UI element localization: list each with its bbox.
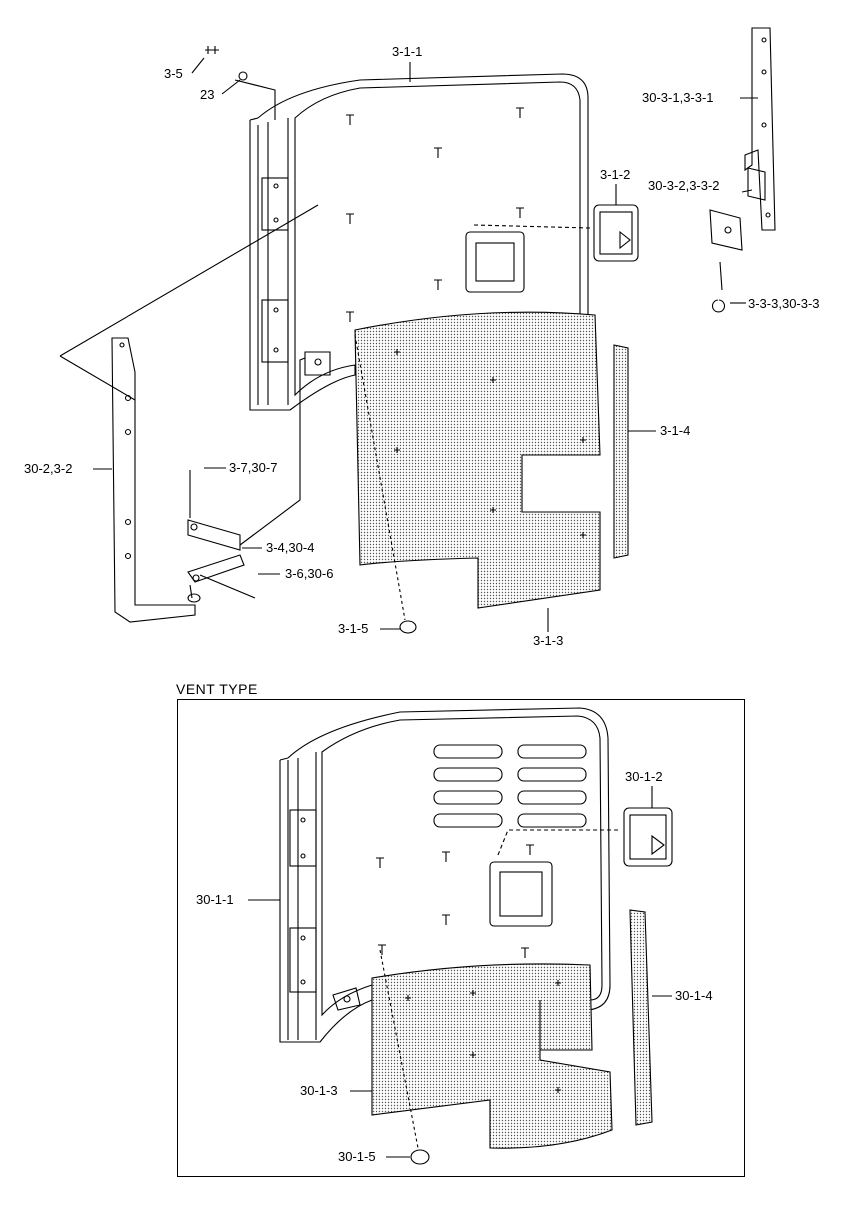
section-title-vent-type: VENT TYPE <box>176 681 258 697</box>
label-30-1-3: 30-1-3 <box>300 1083 338 1098</box>
label-30-2: 30-2,3-2 <box>24 461 73 476</box>
label-3-1-3: 3-1-3 <box>533 633 564 648</box>
label-30-1-4: 30-1-4 <box>675 988 713 1003</box>
label-3-4: 3-4,30-4 <box>266 540 315 555</box>
vent-type-frame <box>177 699 745 1177</box>
pad-30-1-3 <box>371 963 613 1149</box>
label-3-3-3: 3-3-3,30-3-3 <box>748 296 820 311</box>
strip-3-1-4 <box>613 344 629 559</box>
strip-30-1-4 <box>629 909 653 1126</box>
bracket-30-2 <box>59 204 319 623</box>
door-panel-vent <box>279 707 611 1043</box>
label-3-5: 3-5 <box>164 66 183 81</box>
door-panel-top <box>249 73 589 411</box>
label-30-1-5: 30-1-5 <box>338 1149 376 1164</box>
label-30-1-2: 30-1-2 <box>625 769 663 784</box>
label-3-1-5: 3-1-5 <box>338 621 369 636</box>
label-3-1-4: 3-1-4 <box>660 423 691 438</box>
label-3-1-2: 3-1-2 <box>600 167 631 182</box>
bracket-30-3-1 <box>709 27 776 313</box>
label-30-3-1: 30-3-1,3-3-1 <box>642 90 714 105</box>
part-3-1-2 <box>593 204 639 262</box>
label-3-7: 3-7,30-7 <box>229 460 278 475</box>
part-30-1-2 <box>623 807 673 867</box>
label-30-1-1: 30-1-1 <box>196 892 234 907</box>
label-3-6: 3-6,30-6 <box>285 566 334 581</box>
pad-3-1-3 <box>354 311 601 609</box>
label-3-1-1: 3-1-1 <box>392 44 423 59</box>
label-23: 23 <box>200 87 215 102</box>
label-30-3-2: 30-3-2,3-3-2 <box>648 178 720 193</box>
